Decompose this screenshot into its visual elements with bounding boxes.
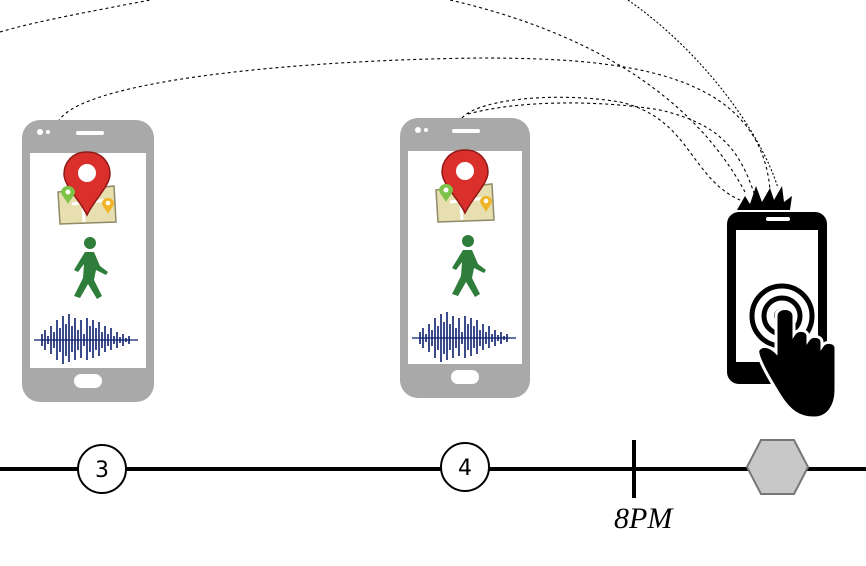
marker-label: 3 <box>95 458 109 483</box>
timeline-marker-3: 3 <box>77 444 127 494</box>
marker-label: 4 <box>458 456 472 481</box>
connector-off-left <box>0 0 151 33</box>
time-label: 8PM <box>614 502 674 535</box>
target-phone <box>727 186 838 420</box>
home-button <box>74 374 102 388</box>
connector-lines <box>0 0 779 201</box>
touch-tap-icon <box>749 283 838 420</box>
timeline: 8PM 3 4 <box>0 439 866 535</box>
connector-phone1 <box>57 57 771 191</box>
connector-off-top-right <box>627 0 779 189</box>
home-button <box>451 370 479 384</box>
timeline-marker-4: 4 <box>440 442 490 492</box>
notification-burst-icon <box>737 186 792 210</box>
connector-phone2b <box>467 102 756 197</box>
phone-2 <box>400 118 530 398</box>
event-hexagon <box>745 439 810 495</box>
phone-1 <box>22 120 154 402</box>
connector-phone2 <box>461 96 741 201</box>
